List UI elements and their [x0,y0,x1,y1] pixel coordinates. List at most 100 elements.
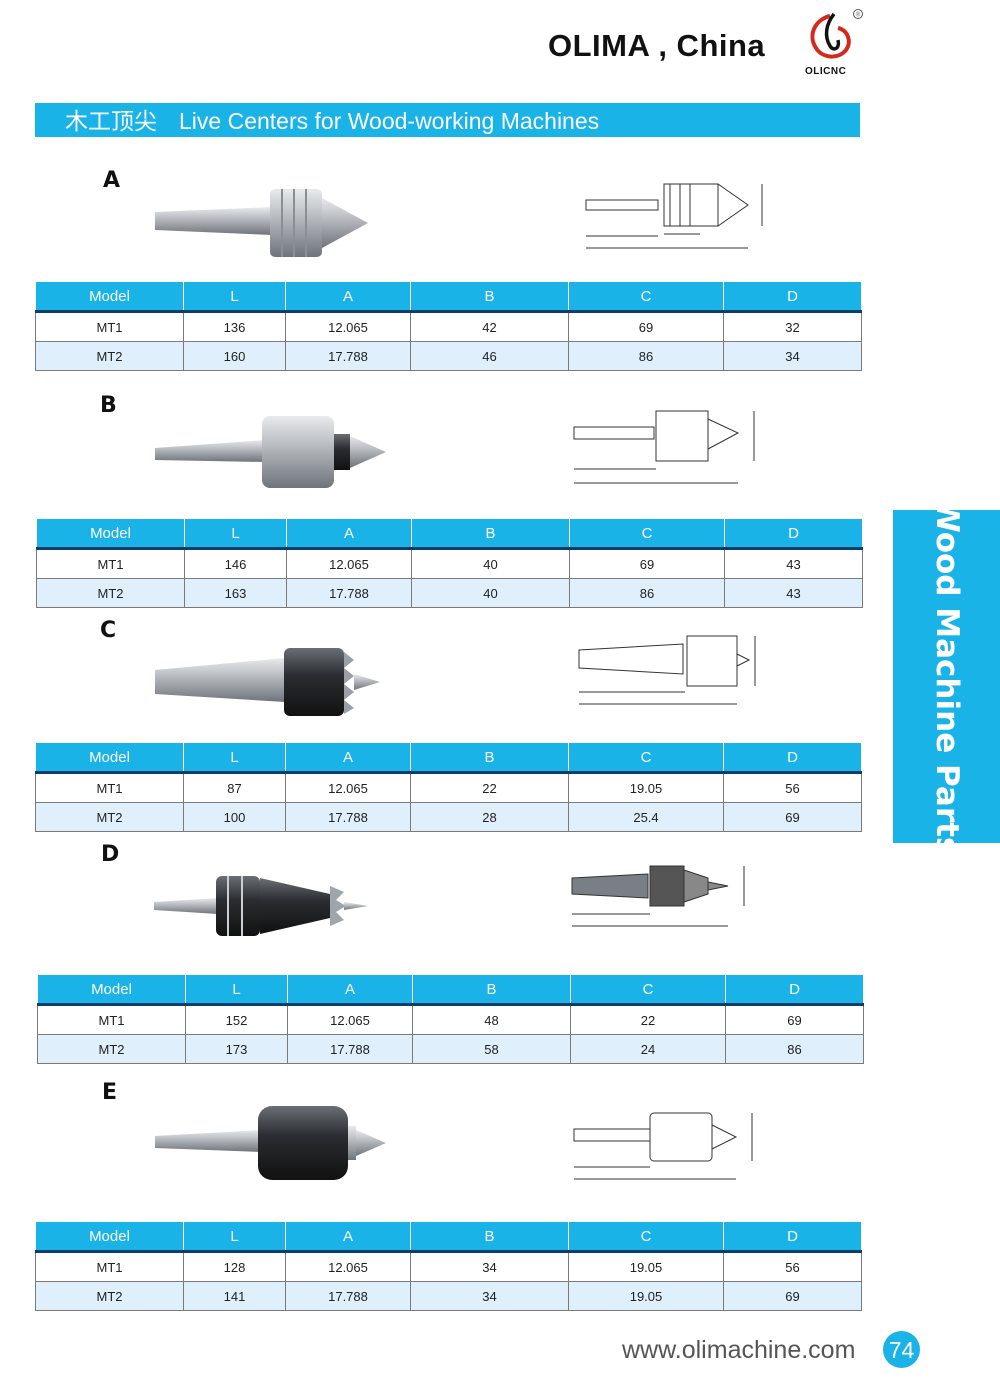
col-header-a: A [286,518,412,550]
table-row: MT1 146 12.065 40 69 43 [36,548,863,579]
cell-a: 17.788 [285,1281,411,1311]
side-category-tab: Wood Machine Parts [893,499,1000,855]
cell-a: 12.065 [287,1004,413,1035]
cell-a: 12.065 [286,548,412,579]
cell-a: 12.065 [285,772,411,803]
cell-l: 146 [184,548,287,579]
live-center-e-photo [155,1106,386,1180]
table-row: MT1 136 12.065 42 69 32 [35,311,862,342]
cell-model: MT2 [37,1034,186,1064]
spec-table-c: Model L A B C D MT1 87 12.065 22 19.05 5… [35,742,862,832]
col-header-model: Model [36,518,185,550]
col-header-c: C [568,1221,724,1253]
col-header-d: D [725,974,864,1006]
cell-l: 128 [183,1251,286,1282]
olicnc-logo-icon: ® [810,9,863,59]
page-number-badge: 74 [883,1331,920,1368]
brand-title: OLIMA , China [548,28,766,63]
cell-c: 19.05 [568,772,724,803]
col-header-a: A [285,1221,411,1253]
cell-b: 42 [410,311,569,342]
col-header-a: A [285,742,411,774]
cell-c: 19.05 [568,1281,724,1311]
col-header-d: D [723,742,862,774]
table-row: MT2 173 17.788 58 24 86 [37,1034,864,1064]
spec-table-a: Model L A B C D MT1 136 12.065 42 69 32 … [35,281,862,371]
col-header-d: D [723,281,862,313]
cell-d: 69 [723,802,862,832]
cell-b: 46 [410,341,569,371]
live-center-b-photo [155,416,386,488]
col-header-b: B [411,518,570,550]
col-header-b: B [412,974,571,1006]
col-header-model: Model [37,974,186,1006]
col-header-l: L [185,974,288,1006]
live-center-c-drawing [578,635,756,705]
live-center-a-drawing [585,183,763,249]
col-header-c: C [568,281,724,313]
col-header-c: C [568,742,724,774]
cell-model: MT1 [35,1251,184,1282]
cell-model: MT2 [35,341,184,371]
section-title-bar: 木工顶尖 Live Centers for Wood-working Machin… [35,103,860,137]
cell-a: 17.788 [286,578,412,608]
cell-l: 136 [183,311,286,342]
col-header-model: Model [35,742,184,774]
live-center-b-drawing [573,410,755,484]
live-center-c-photo [155,648,380,716]
col-header-b: B [410,1221,569,1253]
cell-model: MT1 [35,772,184,803]
col-header-model: Model [35,1221,184,1253]
col-header-l: L [183,742,286,774]
cell-a: 17.788 [287,1034,413,1064]
cell-b: 22 [410,772,569,803]
col-header-l: L [183,281,286,313]
cell-d: 43 [724,548,863,579]
cell-c: 22 [570,1004,726,1035]
title-chinese: 木工顶尖 [65,109,157,135]
col-header-d: D [724,518,863,550]
col-header-a: A [285,281,411,313]
table-row: MT2 100 17.788 28 25.4 69 [35,802,862,832]
registered-mark: ® [856,12,861,19]
cell-b: 40 [411,578,570,608]
cell-b: 58 [412,1034,571,1064]
cell-a: 12.065 [285,311,411,342]
logo-text: OLICNC [805,66,847,77]
live-center-a-photo [155,189,368,257]
cell-d: 43 [724,578,863,608]
cell-model: MT1 [37,1004,186,1035]
table-row: MT2 163 17.788 40 86 43 [36,578,863,608]
spec-table-b: Model L A B C D MT1 146 12.065 40 69 43 … [36,518,863,608]
col-header-c: C [570,974,726,1006]
cell-l: 173 [185,1034,288,1064]
cell-d: 69 [723,1281,862,1311]
cell-d: 56 [723,1251,862,1282]
spec-table-d: Model L A B C D MT1 152 12.065 48 22 69 … [37,974,864,1064]
cell-l: 160 [183,341,286,371]
title-english: Live Centers for Wood-working Machines [179,108,600,134]
section-letter-d: D [101,842,120,867]
spec-table-e: Model L A B C D MT1 128 12.065 34 19.05 … [35,1221,862,1311]
col-header-a: A [287,974,413,1006]
cell-b: 34 [410,1251,569,1282]
live-center-e-drawing [573,1112,753,1180]
section-letter-c: C [100,618,117,643]
table-row: MT1 152 12.065 48 22 69 [37,1004,864,1035]
cell-a: 17.788 [285,802,411,832]
cell-c: 86 [568,341,724,371]
col-header-l: L [184,518,287,550]
cell-model: MT2 [35,802,184,832]
cell-l: 87 [183,772,286,803]
table-row: MT2 160 17.788 46 86 34 [35,341,862,371]
cell-c: 69 [568,311,724,342]
cell-model: MT2 [35,1281,184,1311]
table-row: MT1 128 12.065 34 19.05 56 [35,1251,862,1282]
cell-l: 141 [183,1281,286,1311]
col-header-d: D [723,1221,862,1253]
cell-a: 17.788 [285,341,411,371]
cell-b: 28 [410,802,569,832]
col-header-l: L [183,1221,286,1253]
cell-d: 34 [723,341,862,371]
cell-d: 56 [723,772,862,803]
